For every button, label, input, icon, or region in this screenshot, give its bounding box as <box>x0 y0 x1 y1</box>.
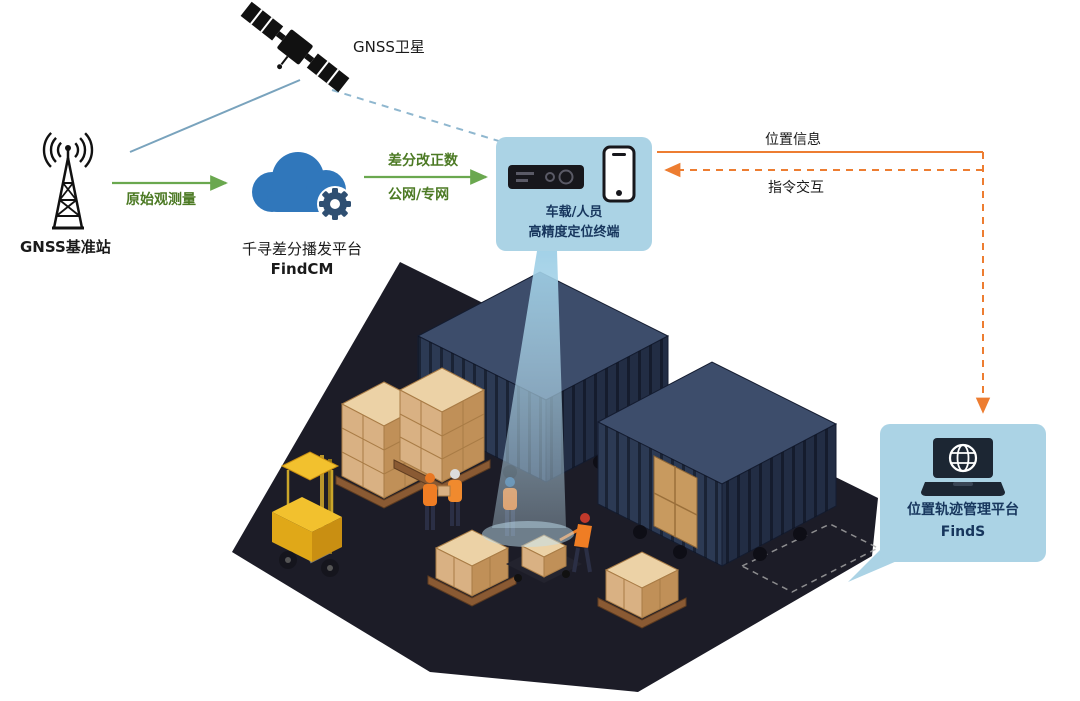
pallet-jack <box>506 534 582 583</box>
cloud-platform-label: 千寻差分播发平台 <box>241 240 362 258</box>
command-label: 指令交互 <box>768 180 824 196</box>
container-door-opening <box>653 455 698 549</box>
base-station-label: GNSS基准站 <box>20 238 111 256</box>
gear-icon <box>319 188 351 220</box>
cloud-gear-icon <box>252 152 353 222</box>
worker-figure <box>437 469 462 526</box>
correction-label-line1: 差分改正数 <box>388 153 458 169</box>
management-platform-card: 位置轨迹管理平台 FindS <box>880 424 1046 562</box>
radio-tower-icon <box>42 124 94 230</box>
terminal-card: 车载/人员 高精度定位终端 <box>496 137 652 251</box>
laptop-globe-icon <box>921 438 1005 496</box>
pallet-stack <box>393 367 491 493</box>
floor-marking <box>740 523 880 593</box>
platform-label-name: 位置轨迹管理平台 <box>907 502 1019 518</box>
smartphone-icon <box>602 145 636 203</box>
satellite-label: GNSS卫星 <box>353 38 425 56</box>
terminal-label-line2: 高精度定位终端 <box>528 225 620 241</box>
positioning-beam <box>492 251 566 528</box>
pallet-with-boxes <box>427 529 517 607</box>
forklift <box>272 451 342 577</box>
warehouse-illustration <box>232 251 880 692</box>
link-satellite-to-base <box>129 79 301 153</box>
link-satellite-to-terminal <box>331 89 503 143</box>
platform-label-product: FindS <box>940 523 986 540</box>
cloud-product-label: FindCM <box>270 260 334 278</box>
pallet-with-boxes <box>597 551 687 629</box>
satellite-icon <box>240 1 350 93</box>
raw-observation-label: 原始观测量 <box>126 192 196 208</box>
worker-figure <box>423 473 437 530</box>
gnss-receiver-icon <box>508 165 584 189</box>
terminal-icons <box>508 145 636 203</box>
terminal-label-line1: 车载/人员 <box>545 205 603 220</box>
worker-figure <box>559 513 592 573</box>
shipping-container-front <box>596 361 838 567</box>
position-info-label: 位置信息 <box>765 132 821 148</box>
correction-label-line2: 公网/专网 <box>388 187 450 203</box>
